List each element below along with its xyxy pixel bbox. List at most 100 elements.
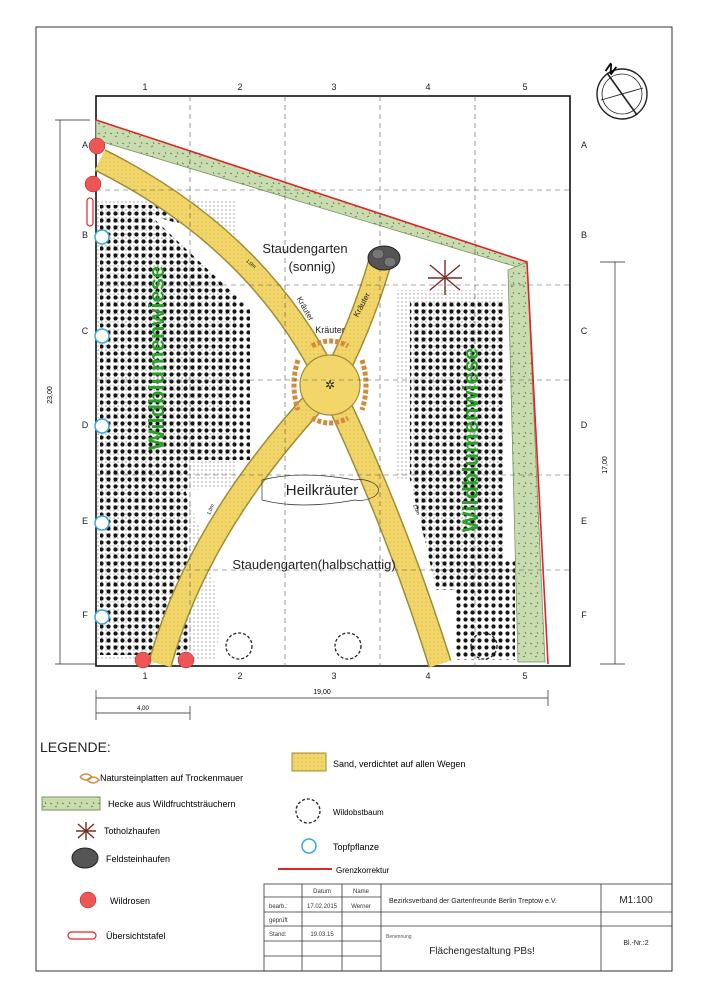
- wildrose-icon: [79, 891, 97, 909]
- legend-grenz: Grenzkorrektur: [278, 866, 390, 875]
- row-label-right: B: [581, 230, 587, 240]
- legend-topf-text: Topfpflanze: [333, 842, 379, 852]
- legend-wildobst: Wildobstbaum: [295, 798, 384, 824]
- path-width-label: 1,0m: [411, 503, 421, 516]
- label-kraeuter-center: Kräuter: [315, 325, 345, 335]
- tb-name-header: Name: [353, 889, 370, 895]
- label-sonnig: (sonnig): [289, 259, 336, 274]
- legend-topf: Topfpflanze: [301, 838, 379, 854]
- tb-stand-label: Stand:: [269, 932, 287, 938]
- title-block: [263, 883, 673, 972]
- fruit-tree-markers: [225, 632, 498, 660]
- potted-plant-icon: [94, 328, 110, 344]
- grid-lines: [96, 96, 570, 666]
- row-label-left: F: [82, 610, 88, 620]
- label-staudengarten-sonnig: Staudengarten: [262, 241, 347, 256]
- row-label-left: B: [82, 230, 88, 240]
- grid-col-labels: 1 2 3 4 5 1 2 3 4 5: [142, 82, 527, 681]
- legend-hecke: Hecke aus Wildfruchtsträuchern: [41, 796, 236, 811]
- col-label-top: 5: [522, 82, 527, 92]
- hedge-icon: [41, 796, 101, 811]
- compass-rose-icon: N: [596, 59, 648, 120]
- legend-totholz: Totholzhaufen: [76, 822, 160, 840]
- legend-natursteinplatten-text: Natursteinplatten auf Trockenmauer: [100, 773, 243, 783]
- row-label-left: A: [82, 140, 88, 150]
- dim-bottom-width: 19,00: [313, 689, 331, 696]
- legend-title: LEGENDE:: [40, 739, 111, 755]
- col-label-bottom: 4: [425, 671, 430, 681]
- tb-stand-date: 19.03.15: [310, 932, 334, 938]
- deadwood-icon: [76, 822, 96, 840]
- legend-grenz-text: Grenzkorrektur: [336, 866, 390, 875]
- row-label-left: E: [82, 516, 88, 526]
- legend-wildrosen-text: Wildrosen: [110, 896, 150, 906]
- overview-board-icon: [67, 931, 97, 940]
- path-width-label: 1,0m: [244, 258, 256, 270]
- legend-uebersicht: Übersichtstafel: [67, 931, 166, 941]
- fruit-tree-icon: [334, 632, 362, 660]
- tb-bearb-name: Werner: [351, 904, 371, 910]
- tb-organisation: Bezirksverband der Gartenfreunde Berlin …: [389, 898, 557, 905]
- label-staudengarten-halbschattig: Staudengarten(halbschattig): [232, 557, 395, 572]
- col-label-top: 1: [142, 82, 147, 92]
- tb-benennung-label: Benennung: [386, 934, 412, 940]
- tb-sheet-number: Bl.-Nr.:2: [623, 940, 648, 947]
- row-label-left: D: [82, 420, 89, 430]
- tb-bearb-label: bearb.:: [269, 904, 288, 910]
- boundary-correction-line: [95, 119, 549, 665]
- col-label-top: 4: [425, 82, 430, 92]
- row-label-right: D: [581, 420, 588, 430]
- row-label-right: C: [581, 326, 588, 336]
- potted-plant-icon: [94, 609, 110, 625]
- tb-datum-header: Datum: [313, 889, 331, 895]
- wildrose-markers: [84, 137, 195, 669]
- legend-feldstein-text: Feldsteinhaufen: [106, 854, 170, 864]
- wildrose-icon: [177, 651, 195, 669]
- fruit-tree-icon: [295, 798, 321, 824]
- col-label-top: 2: [237, 82, 242, 92]
- svg-text:✲: ✲: [325, 378, 335, 392]
- wildrose-icon: [134, 651, 152, 669]
- wildrose-icon: [88, 137, 106, 155]
- legend-hecke-text: Hecke aus Wildfruchtsträuchern: [108, 799, 236, 809]
- hedge-right: [507, 261, 546, 663]
- fruit-tree-icon: [470, 632, 498, 660]
- wildrose-icon: [84, 175, 102, 193]
- potted-plant-icon: [301, 838, 317, 854]
- legend-natursteinplatten: Natursteinplatten auf Trockenmauer: [79, 773, 243, 784]
- tb-bearb-date: 17.02.2015: [307, 904, 338, 910]
- fieldstone-icon: [71, 847, 99, 869]
- potted-plant-icon: [94, 229, 110, 245]
- dim-right-height: 17,00: [602, 456, 609, 474]
- legend-wildobst-text: Wildobstbaum: [333, 808, 384, 817]
- potted-plant-icon: [94, 515, 110, 531]
- legend-feldstein: Feldsteinhaufen: [71, 847, 170, 869]
- col-label-top: 3: [331, 82, 336, 92]
- meadow-right-dots: [410, 300, 505, 590]
- grid-row-labels: A B C D E F A B C D E F: [82, 140, 588, 620]
- tb-scale: M1:100: [619, 895, 653, 906]
- tb-project-title: Flächengestaltung PBs!: [429, 946, 535, 957]
- dimension-lines: [55, 119, 625, 720]
- fruit-tree-icon: [225, 632, 253, 660]
- label-heilkraeuter: Heilkräuter: [286, 482, 359, 499]
- label-wildblumenwiese-left: Wildblumenwiese: [144, 266, 169, 450]
- col-label-bottom: 5: [522, 671, 527, 681]
- legend-totholz-text: Totholzhaufen: [104, 826, 160, 836]
- col-label-bottom: 3: [331, 671, 336, 681]
- legend-sand: Sand, verdichtet auf allen Wegen: [291, 752, 465, 772]
- stone-slab-icon: [79, 773, 101, 784]
- row-label-right: A: [581, 140, 587, 150]
- row-label-right: F: [581, 610, 587, 620]
- deadwood-pile-icon: [428, 260, 462, 295]
- legend-sand-text: Sand, verdichtet auf allen Wegen: [333, 759, 465, 769]
- label-wildblumenwiese-right: Wildblumenwiese: [458, 348, 483, 532]
- sand-swatch: [291, 752, 327, 772]
- potted-plant-markers: [94, 229, 110, 625]
- row-label-left: C: [82, 326, 89, 336]
- potted-plant-icon: [94, 418, 110, 434]
- overview-board-icon: [86, 197, 94, 227]
- dim-left-height: 23,00: [47, 386, 54, 404]
- col-label-bottom: 2: [237, 671, 242, 681]
